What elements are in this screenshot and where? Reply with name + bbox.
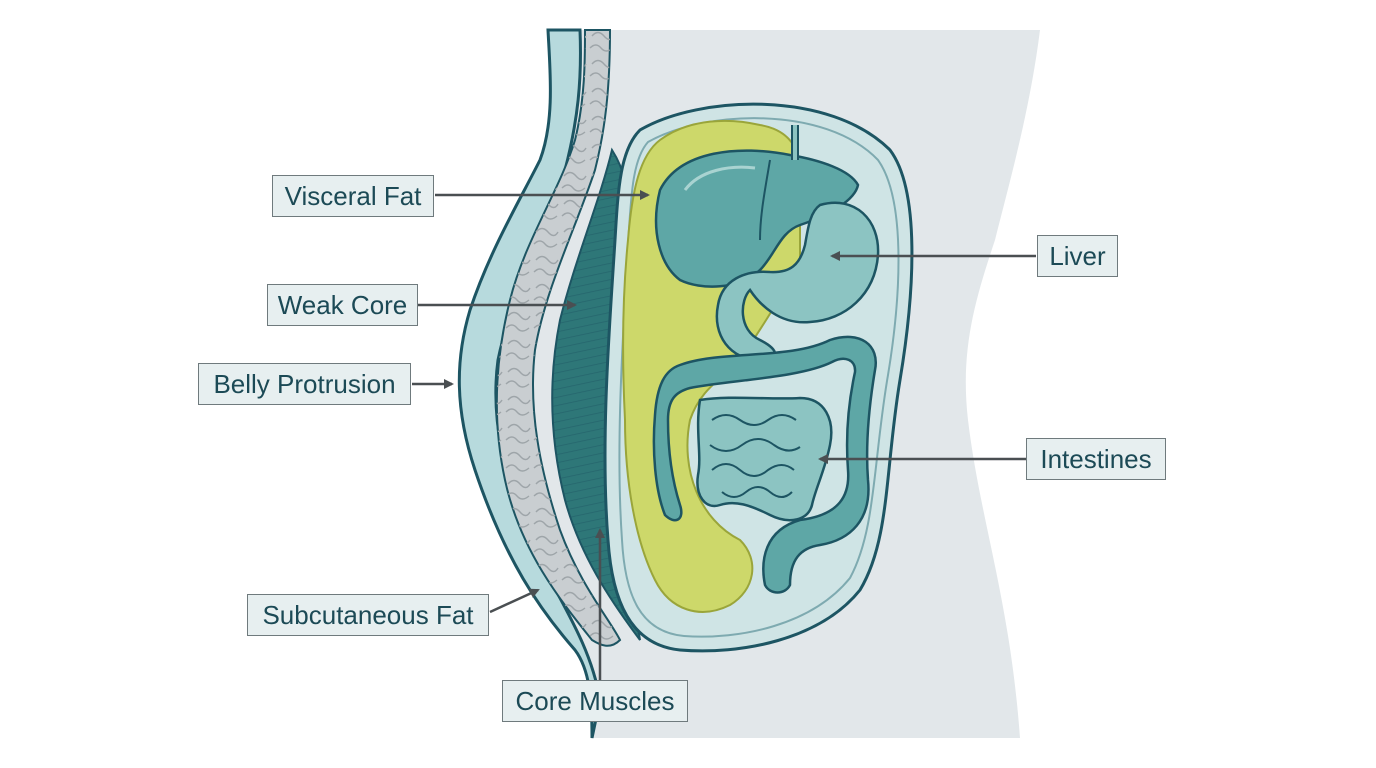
subcutaneous-fat-arrow — [489, 588, 540, 614]
stomach — [715, 201, 880, 362]
intestines-label: Intestines — [1026, 438, 1166, 480]
weak-core-label: Weak Core — [267, 284, 418, 326]
core-muscles-label: Core Muscles — [502, 680, 688, 722]
large-intestine — [652, 335, 878, 594]
small-intestine-coils — [709, 414, 801, 498]
liver — [654, 149, 860, 288]
belly-protrusion-label: Belly Protrusion — [198, 363, 411, 405]
liver-label: Liver — [1037, 235, 1118, 277]
liver-lobe-line — [759, 159, 771, 241]
visceral-fat-label: Visceral Fat — [272, 175, 434, 217]
subcutaneous-fat-texture — [496, 30, 620, 646]
liver-highlight — [683, 165, 756, 191]
subcutaneous-fat-label: Subcutaneous Fat — [247, 594, 489, 636]
small-intestine — [696, 396, 833, 522]
